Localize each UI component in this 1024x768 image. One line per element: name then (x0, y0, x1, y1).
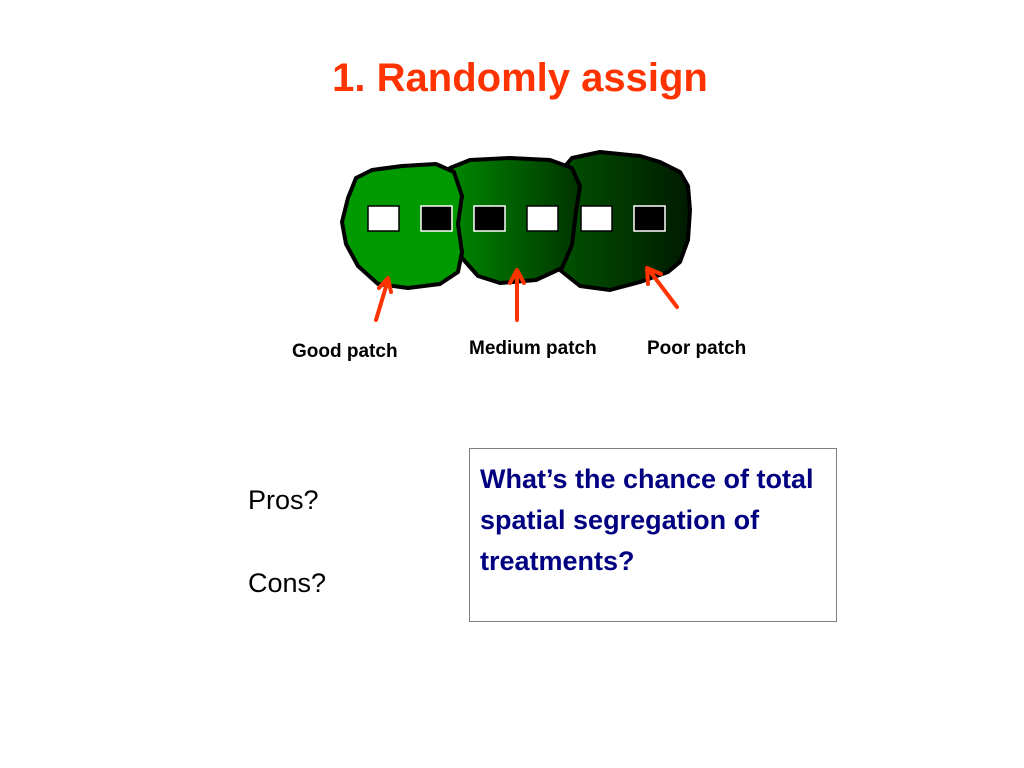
medium-patch-shape (448, 156, 582, 285)
poor-patch-arrow (645, 266, 679, 309)
medium-patch-arrow (508, 268, 526, 322)
good-patch-shape (340, 162, 464, 290)
poor-patch-label: Poor patch (647, 338, 747, 359)
plot-black (633, 205, 666, 232)
good-patch-arrow (374, 276, 393, 322)
plot-white (526, 205, 559, 232)
plots-row (367, 205, 666, 232)
medium-patch-label: Medium patch (469, 338, 597, 359)
arrows (374, 266, 679, 322)
question-text: What’s the chance of total spatial segre… (480, 464, 814, 576)
question-box: What’s the chance of total spatial segre… (469, 448, 837, 622)
plot-white (580, 205, 613, 232)
plot-black (473, 205, 506, 232)
cons-label: Cons? (248, 568, 327, 598)
slide-title: 1. Randomly assign (332, 56, 708, 100)
plot-black (420, 205, 453, 232)
plot-white (367, 205, 400, 232)
pros-label: Pros? (248, 485, 319, 515)
good-patch-label: Good patch (292, 341, 398, 362)
